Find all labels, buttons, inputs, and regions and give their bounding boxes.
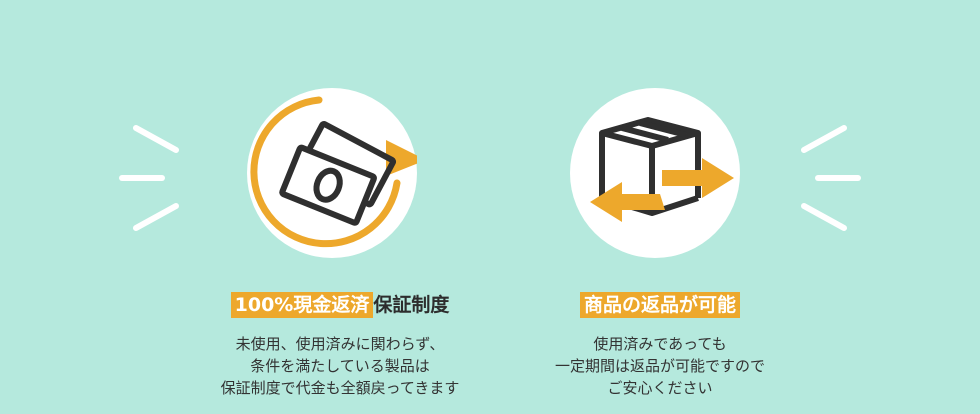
box-return-circle xyxy=(570,88,740,258)
box-return-icon xyxy=(590,117,734,222)
description-line: 保証制度で代金も全額戻ってきます xyxy=(220,379,460,397)
money-refund-icon xyxy=(250,96,417,248)
feature-refund-heading: 100%現金返済保証制度 xyxy=(170,291,510,319)
feature-return: 商品の返品が可能 使用済みであっても 一定期間は返品が可能ですので ご安心くださ… xyxy=(490,291,830,399)
right-burst-decoration xyxy=(790,115,870,235)
feature-return-description: 使用済みであっても 一定期間は返品が可能ですので ご安心ください xyxy=(490,333,830,399)
description-line: 使用済みであっても xyxy=(593,335,727,353)
heading-rest: 保証制度 xyxy=(373,294,450,316)
heading-highlight: 100%現金返済 xyxy=(230,292,374,318)
feature-refund-description: 未使用、使用済みに関わらず、 条件を満たしている製品は 保証制度で代金も全額戻っ… xyxy=(170,333,510,399)
description-line: 未使用、使用済みに関わらず、 xyxy=(235,335,445,353)
description-line: 一定期間は返品が可能ですので xyxy=(554,357,765,375)
feature-refund: 100%現金返済保証制度 未使用、使用済みに関わらず、 条件を満たしている製品は… xyxy=(170,291,510,399)
money-refund-circle xyxy=(247,88,417,258)
heading-highlight: 商品の返品が可能 xyxy=(579,292,740,318)
left-burst-decoration xyxy=(110,115,190,235)
description-line: ご安心ください xyxy=(607,379,713,397)
feature-return-heading: 商品の返品が可能 xyxy=(490,291,830,319)
description-line: 条件を満たしている製品は xyxy=(250,357,430,375)
